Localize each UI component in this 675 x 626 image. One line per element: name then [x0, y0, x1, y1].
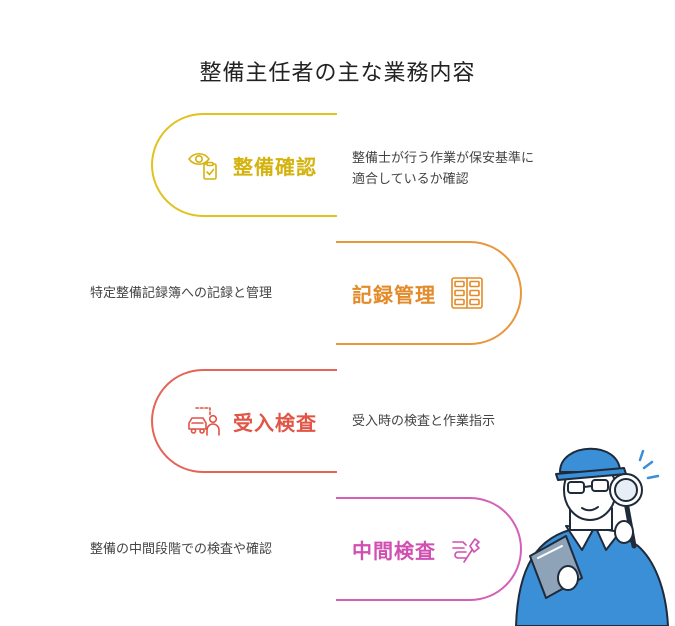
item-label: 中間検査	[352, 538, 436, 563]
item-description: 整備士が行う作業が保安基準に 適合しているか確認	[352, 148, 534, 190]
item-label: 整備確認	[233, 154, 317, 179]
page-title: 整備主任者の主な業務内容	[199, 61, 476, 86]
car-person-icon	[188, 407, 220, 436]
pill-interim-inspection: 中間検査	[336, 497, 522, 601]
item-description: 特定整備記録簿への記録と管理	[90, 283, 272, 304]
description-line: 受入時の検査と作業指示	[352, 414, 496, 429]
mechanic-with-magnifier-icon	[515, 447, 669, 626]
description-line: 特定整備記録簿への記録と管理	[90, 286, 273, 301]
pill-intake-inspection: 受入検査	[151, 369, 337, 473]
description-line: 整備士が行う作業が保安基準に	[352, 151, 535, 166]
description-line: 整備の中間段階での検査や確認	[90, 542, 273, 557]
item-label: 記録管理	[352, 282, 436, 307]
grid-document-icon	[451, 277, 483, 309]
item-description: 整備の中間段階での検査や確認	[90, 539, 272, 560]
description-line: 適合しているか確認	[352, 172, 469, 187]
tools-icon	[452, 538, 480, 563]
item-description: 受入時の検査と作業指示	[352, 411, 495, 432]
eye-clipboard-icon	[188, 152, 217, 180]
pill-maintenance-check: 整備確認	[151, 113, 337, 217]
item-label: 受入検査	[233, 410, 317, 435]
pill-record-management: 記録管理	[336, 241, 522, 345]
